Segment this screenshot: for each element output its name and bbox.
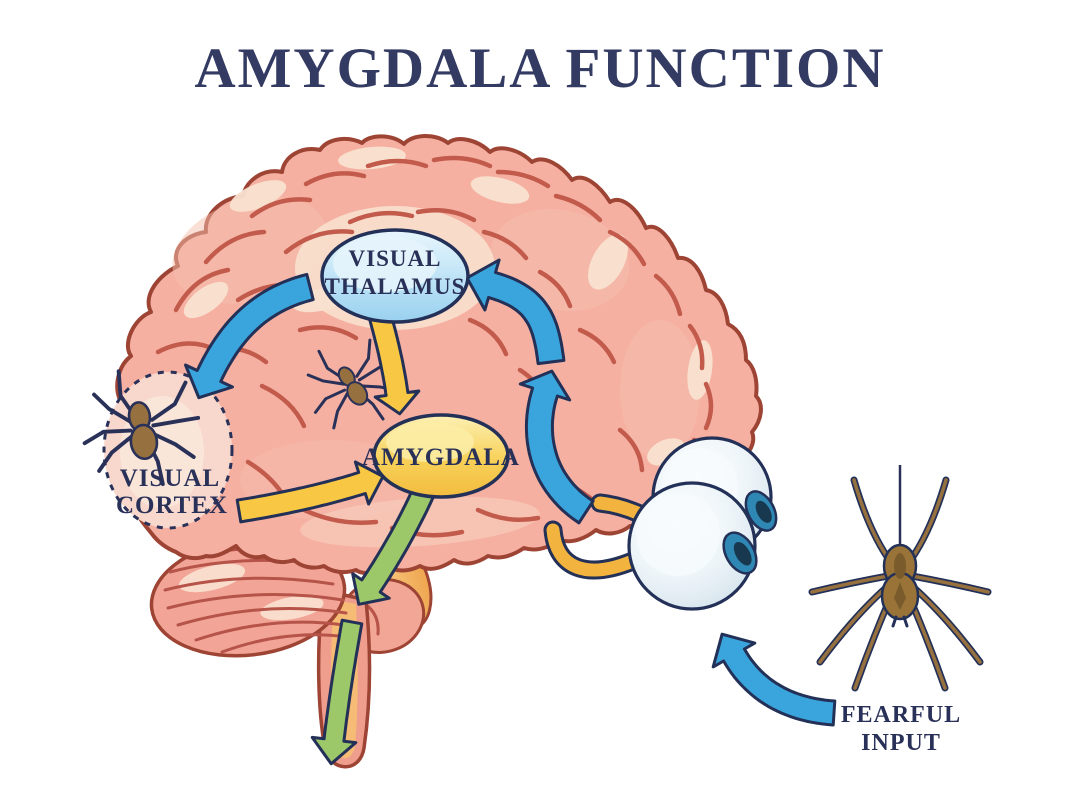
arrow-eyes-to-visual-thalamus (518, 369, 595, 525)
fearful-input-label-line1: FEARFUL (841, 702, 961, 728)
eyes-icon (627, 436, 778, 611)
node-fearful-input-label: FEARFUL INPUT (841, 702, 961, 756)
diagram-title: AMYGDALA FUNCTION (194, 37, 886, 100)
arrow-amygdala-to-body-response (351, 484, 436, 606)
pathway-arrows (184, 258, 837, 766)
visual-cortex-label-line1: VISUAL (120, 465, 220, 492)
arrow-eyes-to-visual-thalamus-seg2 (465, 258, 566, 366)
visual-thalamus-label-line1: VISUAL (349, 246, 442, 271)
hanging-spider-icon (808, 465, 992, 692)
arrow-fearful-input-to-eyes (711, 632, 837, 727)
spider-in-visual-cortex-icon (82, 369, 201, 487)
arrow-visual-cortex-to-amygdala (235, 460, 385, 524)
arrow-visual-thalamus-to-visual-cortex (184, 272, 315, 400)
node-visual-thalamus: VISUAL THALAMUS (320, 228, 470, 324)
arrow-amygdala-to-body-response-seg2 (310, 618, 364, 766)
node-visual-cortex-label: VISUAL CORTEX (116, 465, 228, 519)
amygdala-label: AMYGDALA (362, 444, 520, 471)
visual-thalamus-label-line2: THALAMUS (325, 274, 466, 299)
visual-cortex-label-line2: CORTEX (116, 492, 228, 519)
node-amygdala: AMYGDALA (362, 413, 520, 499)
arrow-visual-thalamus-to-amygdala (366, 307, 421, 416)
fearful-input-label-line2: INPUT (861, 730, 941, 756)
